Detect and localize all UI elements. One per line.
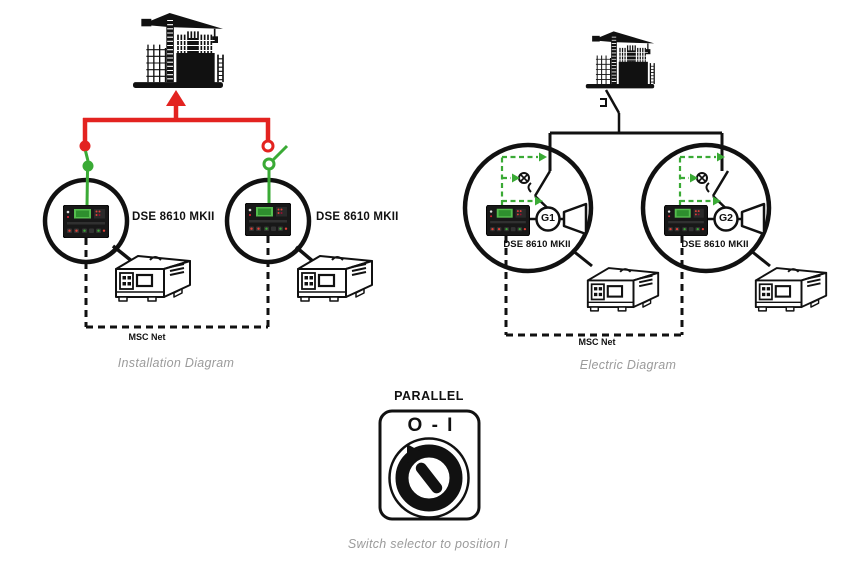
arrow-up-icon — [166, 90, 186, 106]
g1-label: G1 — [540, 212, 556, 224]
dse-controller-panel — [486, 205, 530, 236]
generator-icon — [296, 254, 374, 303]
parallel-title: PARALLEL — [394, 389, 464, 403]
msc-net-label: MSC Net — [128, 332, 166, 342]
generator-icon — [114, 254, 192, 303]
gen-link-line — [749, 248, 771, 268]
installation-diagram — [42, 12, 374, 329]
dse-controller-panel — [63, 205, 109, 238]
installation-diagram-caption: Installation Diagram — [117, 356, 235, 370]
bus-lines — [548, 131, 724, 171]
msc-net-link — [84, 236, 270, 329]
controller-label-2: DSE 8610 MKII — [316, 211, 399, 223]
generator-icon — [754, 267, 828, 312]
electric-diagram-caption: Electric Diagram — [579, 358, 677, 372]
knob-pointer-icon — [407, 444, 427, 463]
controller-label-3: DSE 8610 MKII — [503, 239, 571, 250]
gen-link-line — [111, 244, 135, 264]
controller-label-4: DSE 8610 MKII — [681, 239, 749, 250]
construction-site-icon — [132, 12, 224, 89]
open-switch-icon — [261, 139, 289, 204]
closed-switch-icon — [79, 140, 94, 207]
mains-breaker-icon — [600, 89, 621, 133]
g2-label: G2 — [718, 212, 734, 224]
selector-caption: Switch selector to position I — [347, 537, 509, 551]
selector-switch[interactable] — [378, 409, 481, 521]
dse-controller-panel — [245, 203, 291, 236]
controller-label-1: DSE 8610 MKII — [132, 211, 215, 223]
msc-net-label: MSC Net — [578, 337, 616, 347]
selector-positions-label: O - I — [407, 415, 455, 436]
electric-diagram — [462, 30, 828, 337]
msc-net-link — [504, 236, 684, 337]
construction-site-icon — [585, 30, 655, 90]
generator-icon — [586, 267, 660, 312]
utility-feeder-lines — [82, 90, 271, 141]
knob-icon[interactable] — [388, 437, 470, 519]
dse-controller-panel — [664, 205, 708, 236]
gen-link-line — [571, 248, 593, 268]
